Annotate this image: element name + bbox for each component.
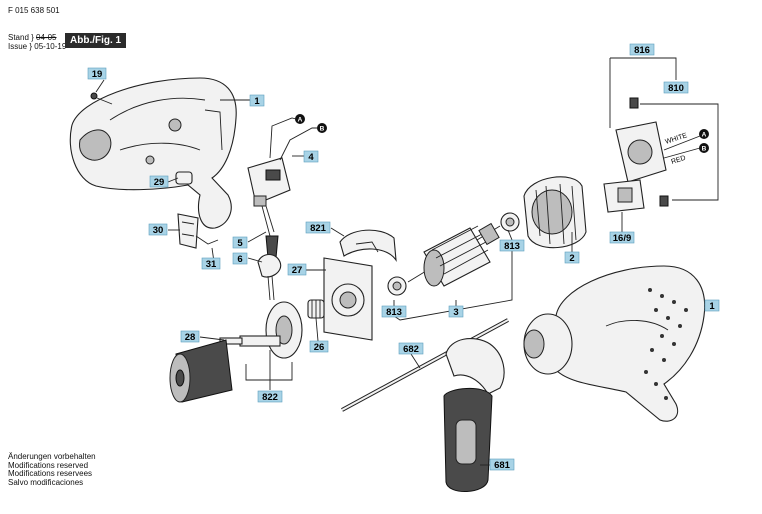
svg-text:3: 3 [453,307,458,318]
document-number: F 015 638 501 [8,6,60,15]
svg-text:813: 813 [386,307,402,318]
tag-16-9: 16/9 [609,231,635,244]
tag-27: 27 [287,263,307,276]
svg-text:2: 2 [569,253,574,264]
tag-3: 3 [448,305,464,318]
tag-813b: 813 [499,239,525,252]
gear-assembly-822 [219,301,303,359]
wire-b-label-right: B [702,146,707,153]
tag-5: 5 [232,236,248,249]
aux-handle-681 [443,338,505,493]
switch-4 [247,117,318,237]
cover-821 [339,229,397,262]
clip-29 [175,171,193,185]
tag-26: 26 [309,340,329,353]
issue-date: 05-10-19 [34,42,67,51]
tag-682: 682 [398,342,424,355]
tag-19: 19 [87,67,107,80]
wire-a-label-right: A [702,132,707,139]
tag-816: 816 [629,43,655,56]
chuck-28 [169,339,233,403]
svg-text:810: 810 [668,83,684,94]
stand-label: Stand [8,33,29,42]
tag-29: 29 [149,175,169,188]
screw-19 [90,92,113,105]
bracket-816 [609,57,677,128]
cable-grommet-6 [257,235,282,301]
tag-31: 31 [201,257,221,270]
wire-a-marker-right: A [699,129,709,139]
plate-27 [323,257,373,341]
svg-text:1: 1 [254,96,260,107]
svg-text:26: 26 [314,342,325,353]
svg-text:16/9: 16/9 [613,233,632,244]
stand-old-date: 04-05 [36,33,57,42]
wire-b-marker: B [317,123,327,133]
svg-text:30: 30 [153,225,164,236]
svg-text:29: 29 [154,177,165,188]
issue-label: Issue [8,42,28,51]
svg-text:1: 1 [709,301,715,312]
svg-text:4: 4 [308,152,314,163]
tag-28: 28 [180,330,200,343]
tag-810: 810 [663,81,689,94]
depth-rod-682 [341,318,509,412]
wire-a-marker: A [295,114,305,124]
clutch-26 [307,299,325,319]
issue-line: Issue } 05-10-19 [8,42,67,51]
svg-text:816: 816 [634,45,650,56]
tag-4: 4 [303,150,319,163]
stand-line: Stand } 04-05 [8,33,57,42]
spring-31 [195,235,219,245]
bearing-813-left [387,276,407,296]
tag-30: 30 [148,223,168,236]
wire-a-label: A [298,117,303,124]
svg-text:19: 19 [92,69,103,80]
bearing-813-right [500,212,520,232]
svg-text:682: 682 [403,344,419,355]
brush-16-9 [603,179,645,213]
svg-text:28: 28 [185,332,196,343]
field-stator-2 [523,176,587,249]
svg-text:5: 5 [237,238,243,249]
tag-822: 822 [257,390,283,403]
brush-holder-810 [615,97,669,207]
footer-notes: Änderungen vorbehalten Modifications res… [8,452,96,487]
wire-white-label: WHITE [664,132,688,146]
note-fr: Modifications reservees [8,469,93,478]
tag-2: 2 [564,251,580,264]
note-es: Salvo modificaciones [8,477,84,487]
armature-3 [407,222,501,287]
drill-assembled [523,265,706,422]
housing-half-left [69,77,237,229]
tag-681: 681 [489,458,515,471]
svg-text:821: 821 [310,223,327,234]
svg-text:822: 822 [262,392,278,403]
svg-text:681: 681 [494,460,511,471]
tag-821: 821 [305,221,331,234]
tag-1b: 1 [704,299,720,312]
wire-b-marker-right: B [699,143,709,153]
svg-text:6: 6 [237,254,242,265]
wire-white-red: WHITE RED [663,132,701,166]
figure-badge: Abb./Fig. 1 [65,33,127,48]
note-en: Modifications reserved [8,460,89,470]
bracket-30 [177,213,199,249]
svg-text:813: 813 [504,241,520,252]
wire-red-label: RED [670,155,686,166]
wire-b-label: B [320,126,325,133]
note-de: Änderungen vorbehalten [8,452,96,461]
tag-6: 6 [232,252,248,265]
tag-813a: 813 [381,305,407,318]
tag-1a: 1 [249,94,265,107]
svg-text:27: 27 [292,265,303,276]
svg-text:31: 31 [206,259,217,270]
bracket-810 [640,103,719,201]
